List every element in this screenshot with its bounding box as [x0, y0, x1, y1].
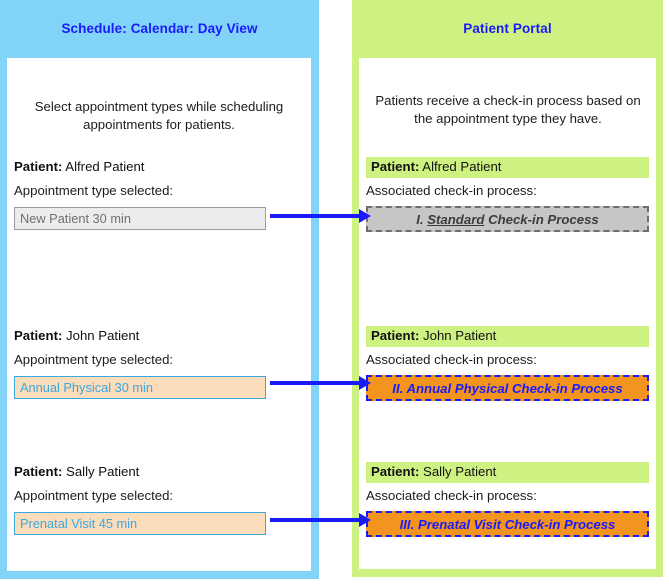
appointment-type-select[interactable]: New Patient 30 min [14, 207, 266, 230]
patient-portal-panel-body: Patients receive a check-in process base… [359, 58, 656, 569]
process-emphasis: Standard [427, 212, 485, 227]
schedule-intro-text: Select appointment types while schedulin… [34, 99, 284, 132]
process-tail: Check-in Process [488, 212, 599, 227]
patient-name: John Patient [66, 328, 140, 343]
patient-label: Patient: [14, 159, 63, 174]
schedule-panel-title: Schedule: Calendar: Day View [61, 21, 258, 36]
associated-process-label: Associated check-in process: [366, 183, 537, 198]
arrow-right-icon [270, 513, 371, 527]
patient-label: Patient: [14, 464, 63, 479]
patient-name: Alfred Patient [422, 159, 502, 174]
patient-label: Patient: [14, 328, 63, 343]
patient-line: Patient: Sally Patient [14, 464, 139, 479]
patient-portal-panel: Patient Portal Patients receive a check-… [352, 0, 663, 577]
check-in-process-box[interactable]: II. Annual Physical Check-in Process [366, 375, 649, 401]
process-tail: Check-in Process [512, 381, 623, 396]
patient-line: Patient: John Patient [14, 328, 139, 343]
appointment-type-select[interactable]: Annual Physical 30 min [14, 376, 266, 399]
process-emphasis: Annual Physical [406, 381, 509, 396]
appointment-type-label: Appointment type selected: [14, 183, 174, 198]
process-tail: Check-in Process [504, 517, 616, 532]
check-in-process-box[interactable]: III. Prenatal Visit Check-in Process [366, 511, 649, 537]
associated-process-label: Associated check-in process: [366, 352, 537, 367]
patient-name: John Patient [423, 328, 497, 343]
patient-label: Patient: [371, 464, 420, 479]
patient-name: Sally Patient [423, 464, 497, 479]
appointment-type-label: Appointment type selected: [14, 352, 174, 367]
process-emphasis: Prenatal Visit [417, 517, 502, 532]
schedule-panel: Schedule: Calendar: Day View Select appo… [0, 0, 319, 579]
process-numeral: I. [416, 212, 424, 227]
process-numeral: II. [392, 381, 404, 396]
arrow-right-icon [270, 209, 371, 223]
appointment-type-select[interactable]: Prenatal Visit 45 min [14, 512, 266, 535]
patient-line: Patient: Alfred Patient [14, 159, 144, 174]
patient-highlight: Patient: Alfred Patient [366, 157, 649, 178]
associated-process-label: Associated check-in process: [366, 488, 537, 503]
patient-highlight: Patient: Sally Patient [366, 462, 649, 483]
check-in-process-box[interactable]: I. Standard Check-in Process [366, 206, 649, 232]
patient-label: Patient: [371, 159, 420, 174]
patient-portal-panel-title: Patient Portal [463, 21, 552, 36]
schedule-panel-body: Select appointment types while schedulin… [7, 58, 311, 571]
patient-label: Patient: [371, 328, 420, 343]
appointment-type-label: Appointment type selected: [14, 488, 174, 503]
process-numeral: III. [399, 517, 415, 532]
patient-highlight: Patient: John Patient [366, 326, 649, 347]
patient-name: Sally Patient [66, 464, 140, 479]
patient-portal-intro-text: Patients receive a check-in process base… [375, 93, 641, 126]
patient-name: Alfred Patient [65, 159, 145, 174]
arrow-right-icon [270, 376, 371, 390]
